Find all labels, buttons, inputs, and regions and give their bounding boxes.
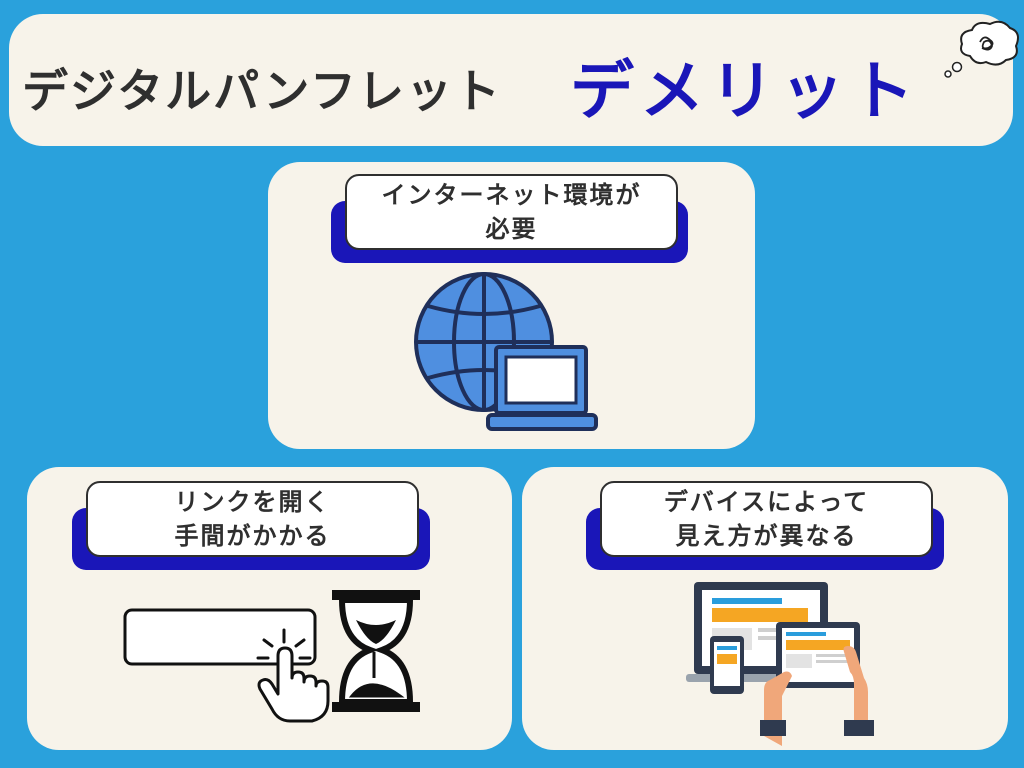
page-title-accent: デメリット (570, 55, 920, 129)
label-line: デバイスによって (663, 488, 870, 516)
header-banner (9, 14, 1013, 146)
label-internet: インターネット環境が 必要 (345, 174, 678, 250)
label-line: 手間がかかる (174, 522, 331, 550)
thought-bubble-icon (944, 20, 1019, 78)
laptop-icon (486, 345, 598, 431)
label-link: リンクを開く 手間がかかる (86, 481, 419, 557)
label-line: 見え方が異なる (675, 522, 858, 550)
hourglass-icon (332, 590, 420, 712)
label-device: デバイスによって 見え方が異なる (600, 481, 933, 557)
device-screens-icon (686, 582, 874, 746)
label-line: インターネット環境が (381, 181, 642, 209)
label-line: リンクを開く (174, 488, 331, 516)
label-line: 必要 (485, 215, 538, 243)
page-title: デジタルパンフレット (22, 64, 502, 118)
click-hand-icon (123, 608, 330, 723)
